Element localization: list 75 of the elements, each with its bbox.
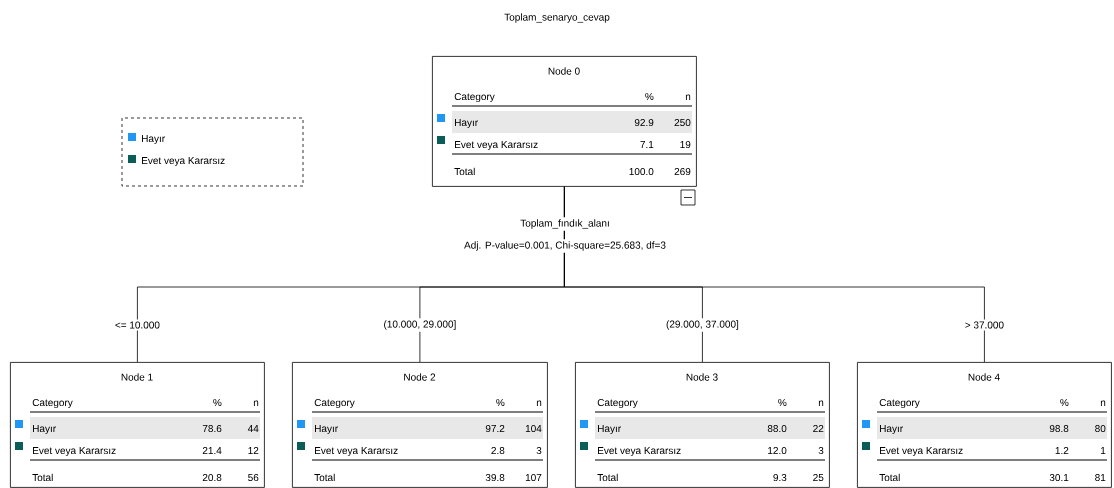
edge-label: <= 10.000 [112,319,162,331]
column-header: Category [454,93,495,103]
table-cell: 107 [525,474,542,482]
table-cell: Hayır [455,119,478,129]
table-cell: Total [32,473,53,482]
table-cell: Total [879,473,900,482]
table-cell: Hayır [880,425,903,435]
column-header: % [213,399,222,407]
table-cell: 78.6 [202,425,222,433]
table-cell: Total [597,473,618,482]
column-header: Category [597,399,638,409]
table-cell: 100.0 [629,168,654,176]
table-cell: 81 [1095,474,1106,482]
table-cell: 269 [674,168,691,176]
table-cell: 12 [248,447,259,454]
table-cell: 7.1 [640,141,654,148]
table-cell: Evet veya Kararsız [33,447,116,457]
table-cell: 22 [813,425,824,432]
table-cell: Hayır [598,425,621,435]
table-cell: 97.2 [485,425,505,433]
connector [564,186,985,363]
column-header: n [536,400,542,406]
node-title: Node 1 [121,373,153,381]
table-cell: 88.0 [767,425,787,433]
table-cell: 3 [818,447,824,455]
node-title: Node 0 [548,67,580,75]
edge-label: (29.000, 37.000] [664,318,741,332]
table-cell: 3 [536,447,542,455]
column-header: % [778,399,787,407]
column-header: Category [879,399,920,409]
table-cell: Total [314,473,335,482]
table-cell: 12.0 [768,447,787,455]
table-cell: 21.4 [202,447,222,454]
split-label: Adj. P-value=0.001, Chi-square=25.683, df=3 [462,239,668,253]
column-header: % [1060,399,1069,407]
table-cell: Evet veya Kararsız [880,447,963,457]
table-cell: 19 [680,141,691,149]
table-cell: 1 [1101,447,1106,454]
edge-label: > 37.000 [962,319,1006,331]
column-header: Category [314,399,355,409]
column-header: n [253,400,259,406]
table-cell: 39.8 [485,474,505,482]
node-title: Node 3 [686,373,718,381]
table-cell: Evet veya Kararsız [315,447,398,457]
legend-label: Evet veya Kararsız [142,157,225,167]
table-cell: Hayır [33,425,56,435]
table-cell: 9.3 [773,474,787,482]
table-cell: 80 [1095,425,1106,433]
table-cell: Total [454,167,475,176]
table-cell: 44 [247,425,259,432]
table-cell: 1.2 [1055,447,1069,454]
table-cell: 20.8 [202,474,222,482]
table-cell: Evet veya Kararsız [598,447,681,457]
column-header: n [818,400,824,406]
table-cell: 98.8 [1049,425,1069,433]
table-cell: 30.1 [1049,474,1069,482]
column-header: n [685,94,691,100]
table-cell: 92.9 [634,119,654,127]
column-header: % [496,399,505,407]
title: Toplam_senaryo_cevap [504,13,610,23]
table-cell: 2.8 [491,447,505,455]
table-cell: 250 [674,119,691,127]
column-header: n [1100,400,1106,406]
node-title: Node 2 [404,373,436,381]
table-cell: Hayır [315,425,338,435]
table-cell: 104 [525,425,542,433]
legend-label: Hayır [142,135,165,145]
edge-label: (10.000, 29.000] [381,318,459,332]
column-header: Category [32,399,73,409]
split-label: Toplam_fındık_alanı [518,217,612,231]
table-cell: 25 [813,474,824,482]
node-title: Node 4 [968,373,1000,381]
table-cell: Evet veya Kararsız [455,141,538,151]
table-cell: 56 [248,474,259,482]
column-header: % [645,93,654,101]
